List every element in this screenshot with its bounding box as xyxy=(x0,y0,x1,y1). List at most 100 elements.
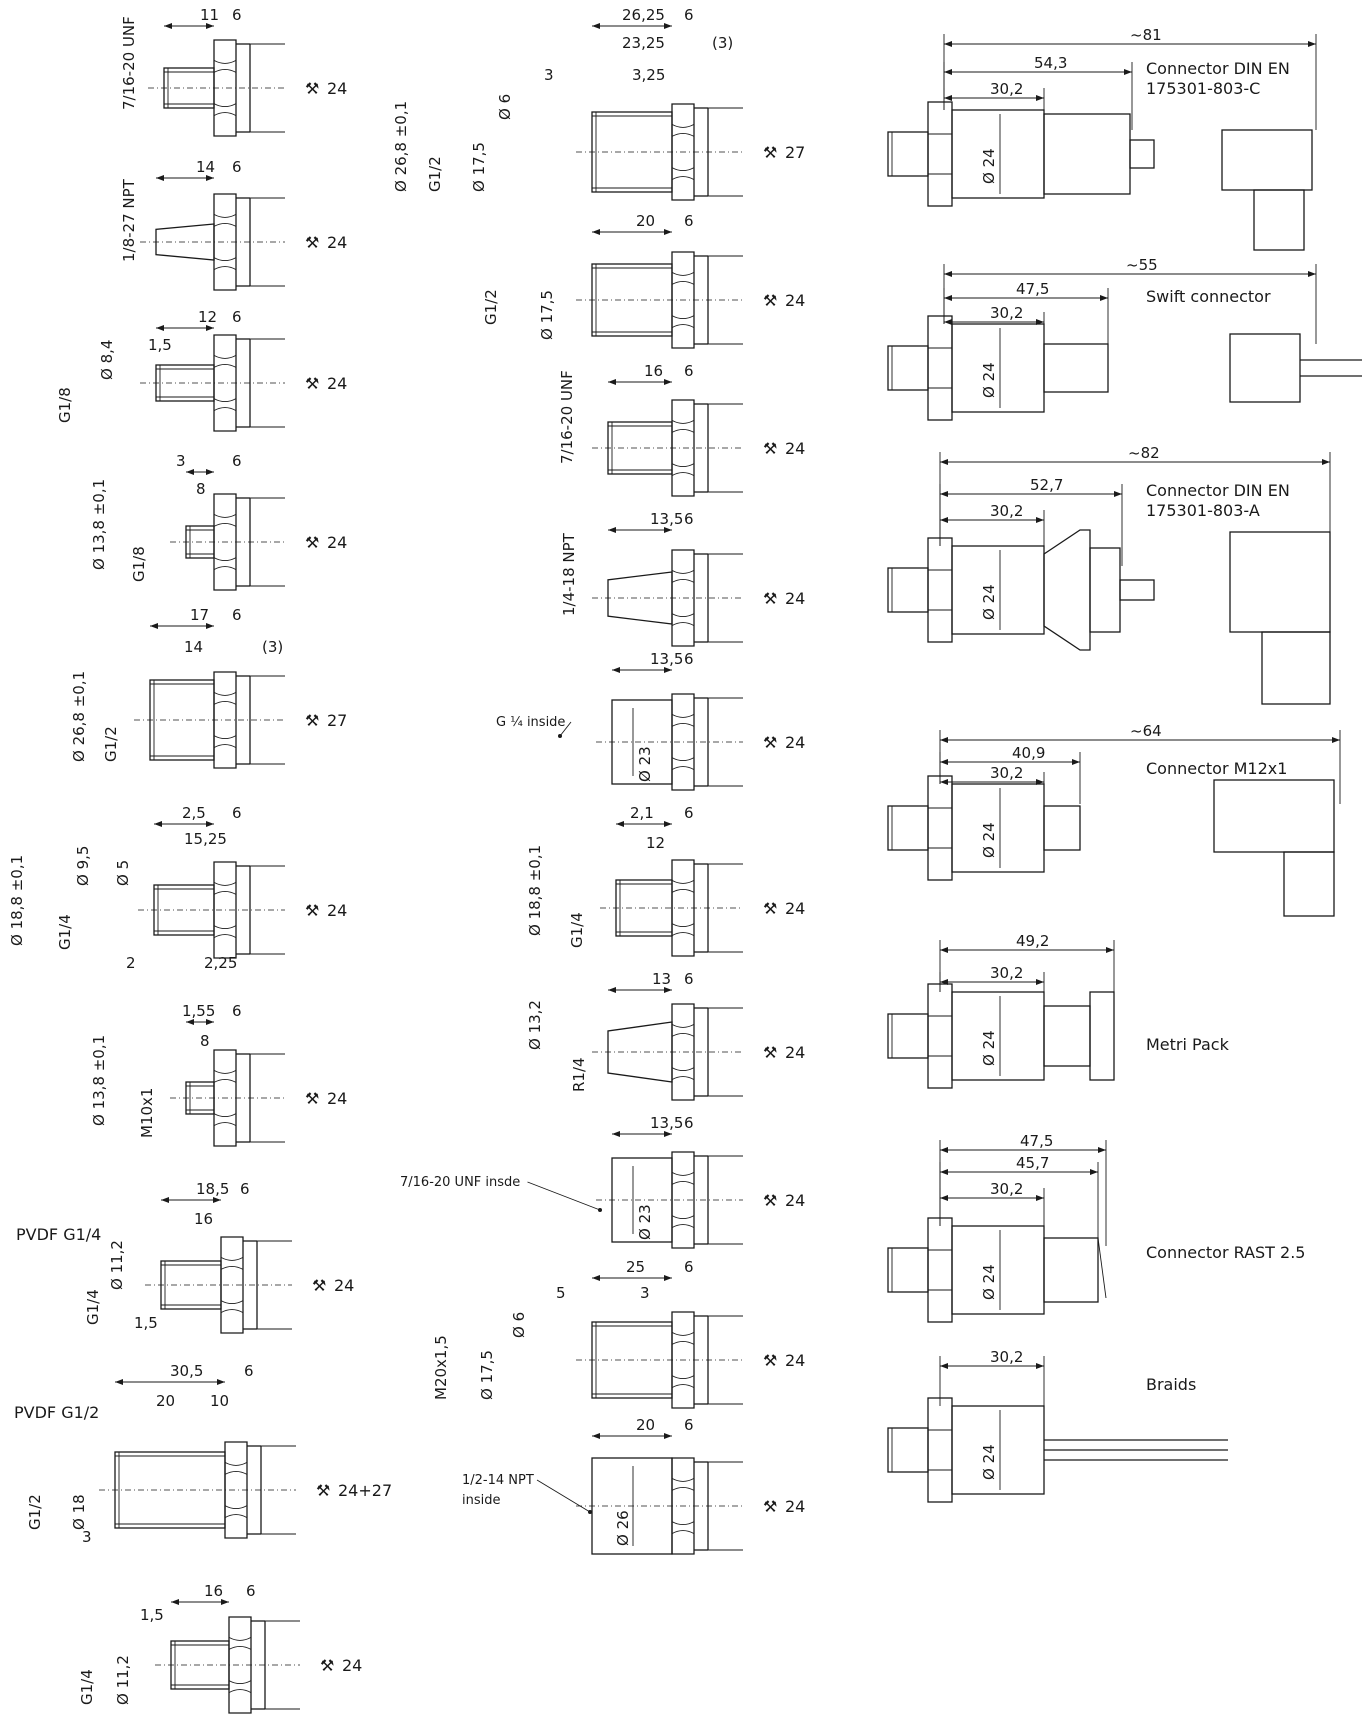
dimension-value: 30,2 xyxy=(990,964,1023,982)
cable-gland xyxy=(1253,189,1305,251)
hex-nut-flat xyxy=(213,1078,237,1083)
m12-plug-side xyxy=(1213,779,1335,853)
hex-nut-flat xyxy=(671,1332,695,1336)
hex-nut-flat xyxy=(671,1478,695,1482)
dimension-value: 11 xyxy=(200,6,219,24)
dimension-line-arrow xyxy=(608,527,616,533)
hex-nut-flat xyxy=(671,766,695,770)
wrench-icon: ⚒ xyxy=(316,1481,330,1500)
nipple-thread xyxy=(887,131,929,177)
hex-nut-flat xyxy=(213,407,237,411)
wrench-size: 24 xyxy=(785,733,805,752)
dimension-value: 2,5 xyxy=(182,804,206,822)
dimension-line-arrow xyxy=(940,737,948,743)
connector-title: Braids xyxy=(1146,1375,1196,1394)
dimension-line-arrow xyxy=(1322,459,1330,465)
sensor-body xyxy=(951,1225,1045,1315)
hex-nut-flat xyxy=(671,1340,695,1345)
dimension-value: 13,5 xyxy=(650,650,683,668)
dimension-value: 20 xyxy=(156,1392,175,1410)
dimension-value: 1,55 xyxy=(182,1002,215,1020)
dimension-line-arrow xyxy=(592,1433,600,1439)
sensor-hex xyxy=(927,1397,953,1503)
dimension-line-arrow xyxy=(944,69,952,75)
callout-leader-tip xyxy=(558,734,562,738)
dimension-line-arrow xyxy=(664,987,672,993)
dimension-value: 3 xyxy=(176,452,186,470)
dimension-line-arrow xyxy=(1036,95,1044,101)
hex-nut-flat xyxy=(671,1076,695,1080)
hex-nut-flat xyxy=(213,363,237,368)
dimension-value: 20 xyxy=(636,212,655,230)
dimension-value: 52,7 xyxy=(1030,476,1063,494)
callout-leader xyxy=(559,721,572,737)
sensor-hex xyxy=(927,101,953,207)
wrench-icon: ⚒ xyxy=(312,1276,326,1295)
dimension-line-arrow xyxy=(664,229,672,235)
rast-latch xyxy=(1097,1237,1107,1299)
dimension-line-arrow xyxy=(1332,737,1340,743)
callout-annotation: G ¼ inside xyxy=(496,715,572,738)
wrench-icon: ⚒ xyxy=(320,1656,334,1675)
dimension-label-vertical: 1/4-18 NPT xyxy=(560,532,578,616)
connector-title: Swift connector xyxy=(1146,287,1271,306)
hex-nut-flat xyxy=(671,315,695,320)
dimension-line-arrow xyxy=(213,1197,221,1203)
hex-nut-flat xyxy=(671,280,695,285)
dimension-label-vertical: G1/4 xyxy=(56,914,74,950)
dimension-line-arrow xyxy=(664,527,672,533)
dimension-line-arrow xyxy=(206,623,214,629)
hex-nut-flat xyxy=(213,1122,237,1126)
dimension-value: 40,9 xyxy=(1012,744,1045,762)
sensor-diameter: Ø 24 xyxy=(980,1030,998,1066)
dimension-label-vertical: Ø 26,8 ±0,1 xyxy=(70,671,88,762)
dimension-value: 47,5 xyxy=(1016,280,1049,298)
callout-annotation: inside xyxy=(462,1493,501,1508)
dimension-label-vertical: R1/4 xyxy=(570,1057,588,1092)
hex-nut-flat xyxy=(220,1265,244,1270)
hex-nut-flat xyxy=(220,1300,244,1305)
dimension-value: 6 xyxy=(684,804,694,822)
dimension-line-arrow xyxy=(1036,779,1044,785)
dimension-value: 6 xyxy=(684,1258,694,1276)
dimension-line-arrow xyxy=(206,1019,214,1025)
hex-nut-flat xyxy=(671,1384,695,1388)
dimension-line-arrow xyxy=(156,175,164,181)
nipple-thread xyxy=(887,345,929,391)
hex-nut-flat xyxy=(671,722,695,727)
dimension-label-vertical: Ø 9,5 xyxy=(74,846,92,886)
dimension-line-arrow xyxy=(664,1275,672,1281)
callout-annotation: 1/2-14 NPT xyxy=(462,1473,592,1514)
dimension-line-arrow xyxy=(217,1379,225,1385)
wrench-icon: ⚒ xyxy=(763,589,777,608)
wrench-icon: ⚒ xyxy=(763,1351,777,1370)
dimension-value: 30,5 xyxy=(170,1362,203,1380)
sensor-diameter: Ø 24 xyxy=(980,584,998,620)
dimension-value: 6 xyxy=(232,6,242,24)
hex-nut-flat xyxy=(228,1645,252,1650)
dimension-label-vertical: M20x1,5 xyxy=(432,1335,450,1400)
dimension-value: ~55 xyxy=(1126,256,1158,274)
hex-nut-flat xyxy=(220,1257,244,1261)
wrench-size: 27 xyxy=(327,711,347,730)
sensor-diameter: Ø 24 xyxy=(980,822,998,858)
wrench-size: 24 xyxy=(327,233,347,252)
dimension-line-arrow xyxy=(664,1131,672,1137)
dimension-label-vertical: Ø 8,4 xyxy=(98,340,116,380)
hex-nut-flat xyxy=(213,68,237,73)
hex-nut-flat xyxy=(213,566,237,570)
sensor-diameter: Ø 24 xyxy=(980,1264,998,1300)
m12-connector xyxy=(1043,805,1081,851)
dimension-value: 13,5 xyxy=(650,1114,683,1132)
dimension-line-arrow xyxy=(1308,271,1316,277)
dimension-line-arrow xyxy=(940,491,948,497)
